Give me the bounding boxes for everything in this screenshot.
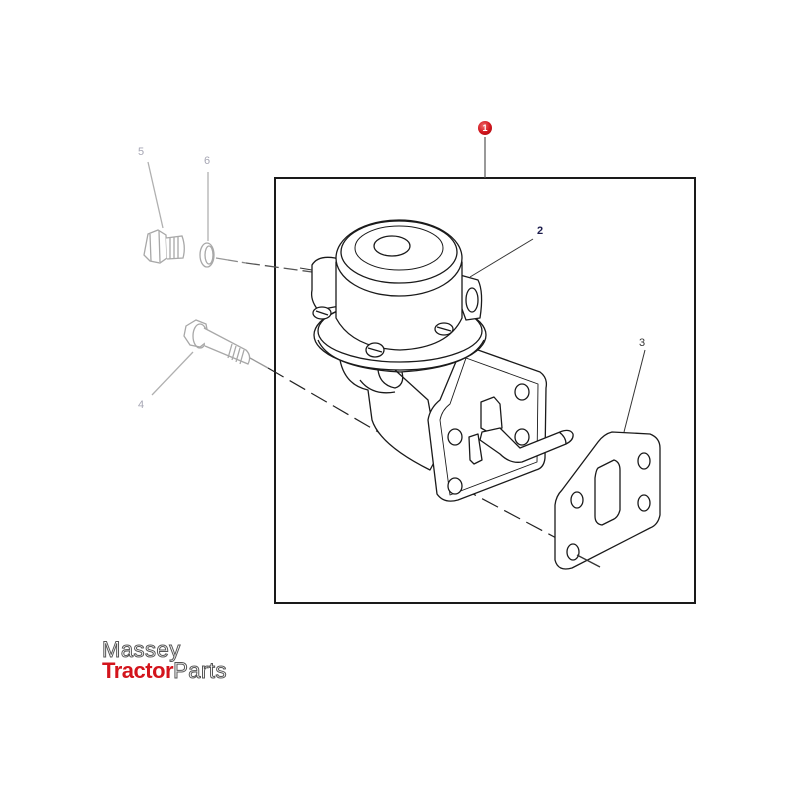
axis-line-gasket xyxy=(459,486,561,541)
logo-line-tractor-parts: TractorParts xyxy=(102,658,272,683)
flange-screw xyxy=(312,306,332,320)
brand-logo: Massey TractorParts xyxy=(102,637,272,683)
plug-part-5[interactable] xyxy=(143,161,185,264)
bolt-part-4[interactable] xyxy=(151,319,269,396)
callout-label-2[interactable]: 2 xyxy=(537,225,544,237)
flange-screw xyxy=(434,322,454,336)
logo-word-tractor: Tractor xyxy=(102,658,174,683)
callout-label-6[interactable]: 6 xyxy=(204,155,211,167)
logo-word-parts: Parts xyxy=(173,658,227,683)
logo-line-massey: Massey xyxy=(102,637,181,662)
washer-part-6[interactable] xyxy=(199,172,313,273)
fuel-pump-part-2[interactable] xyxy=(299,219,574,502)
callout-label-5[interactable]: 5 xyxy=(138,146,145,158)
flange-screw xyxy=(365,342,385,358)
gasket-part-3[interactable] xyxy=(554,349,661,570)
callout-badge-1[interactable]: 1 xyxy=(478,121,492,135)
callout-label-3[interactable]: 3 xyxy=(639,337,646,349)
callout-label-4[interactable]: 4 xyxy=(138,399,145,411)
